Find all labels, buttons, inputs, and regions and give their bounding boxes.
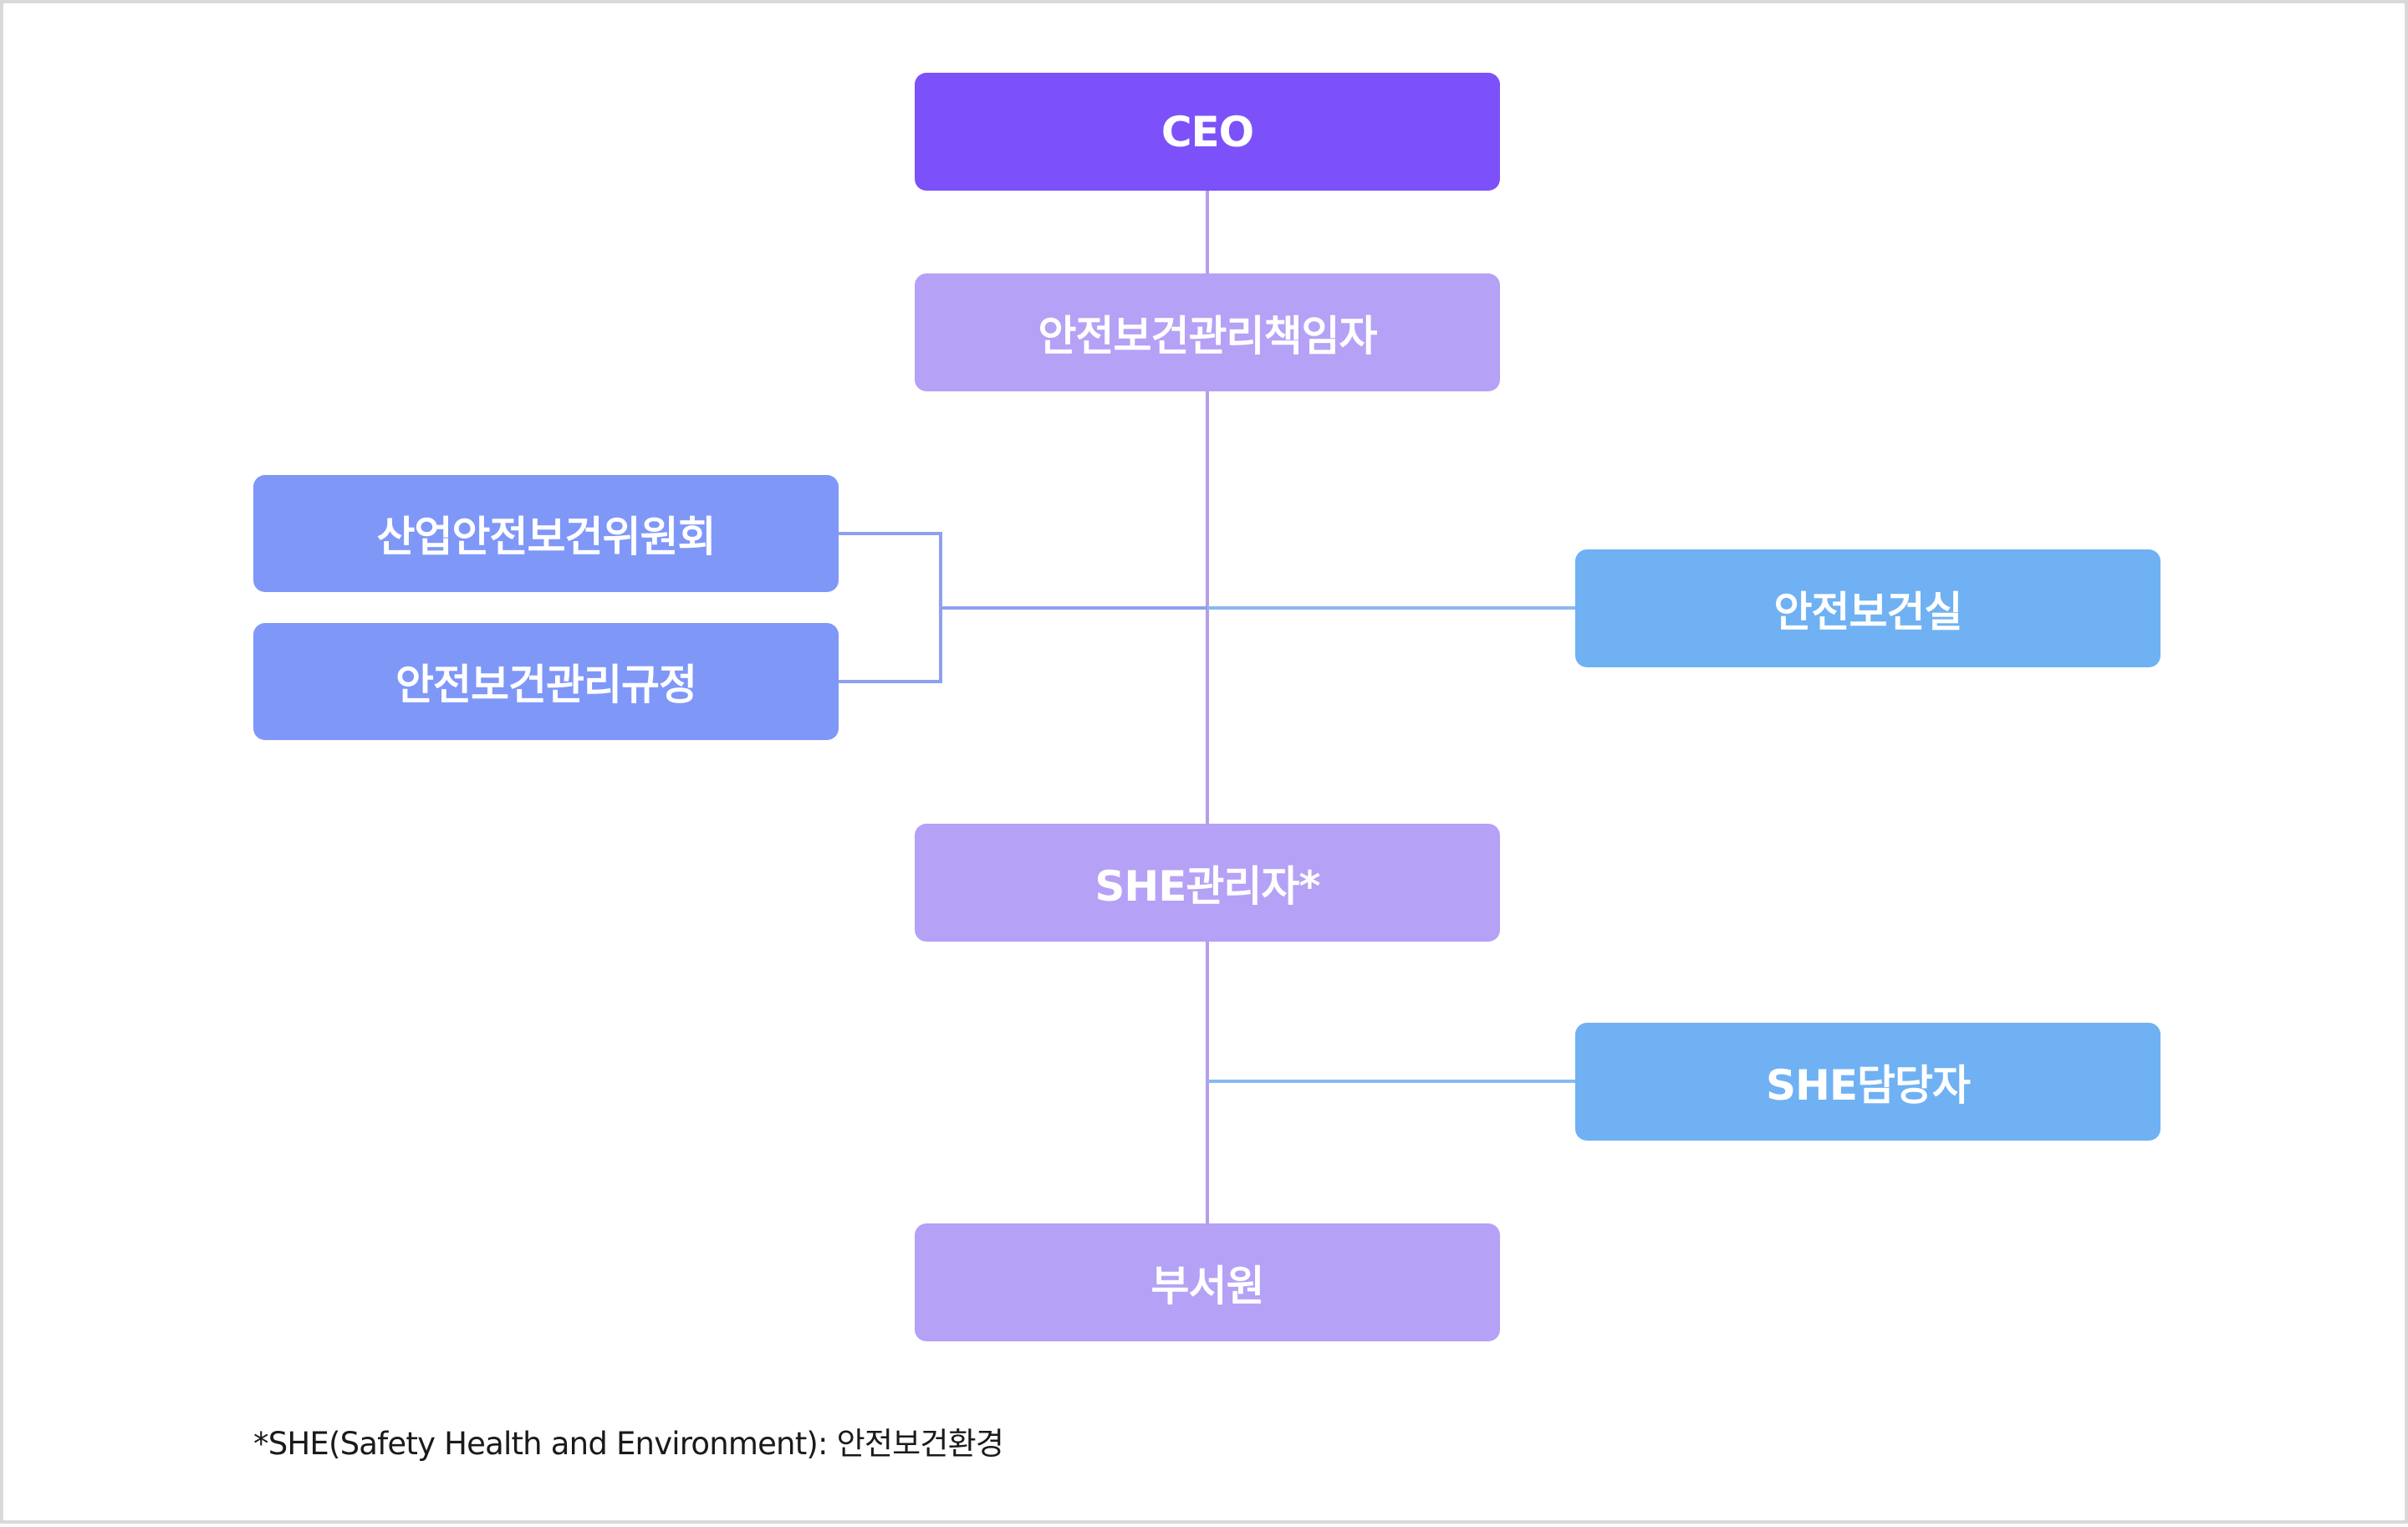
she-staff-label: SHE담당자 <box>1765 1060 1971 1110</box>
committee-label: 산업안전보건위원회 <box>376 513 717 561</box>
she-staff-box: SHE담당자 <box>1575 1023 2161 1141</box>
department-member-label: 부서원 <box>1150 1261 1265 1310</box>
committee-box: 산업안전보건위원회 <box>253 475 839 592</box>
she-manager-box: SHE관리자* <box>915 824 1500 942</box>
department-member-box: 부서원 <box>915 1223 1500 1341</box>
safety-office-box: 안전보건실 <box>1575 549 2161 667</box>
safety-office-label: 안전보건실 <box>1773 587 1963 636</box>
ceo-label: CEO <box>1161 107 1254 156</box>
she-manager-label: SHE관리자* <box>1094 861 1320 911</box>
ceo-box: CEO <box>915 73 1500 191</box>
safety-health-manager-label: 안전보건관리책임자 <box>1038 311 1378 360</box>
connector-left-bracket <box>839 532 942 683</box>
regulation-label: 안전보건관리규정 <box>395 661 697 709</box>
safety-health-manager-box: 안전보건관리책임자 <box>915 273 1500 391</box>
footnote: *SHE(Safety Health and Environment): 안전보… <box>253 1426 1004 1462</box>
connector-lines <box>839 191 1575 1223</box>
regulation-box: 안전보건관리규정 <box>253 623 839 740</box>
